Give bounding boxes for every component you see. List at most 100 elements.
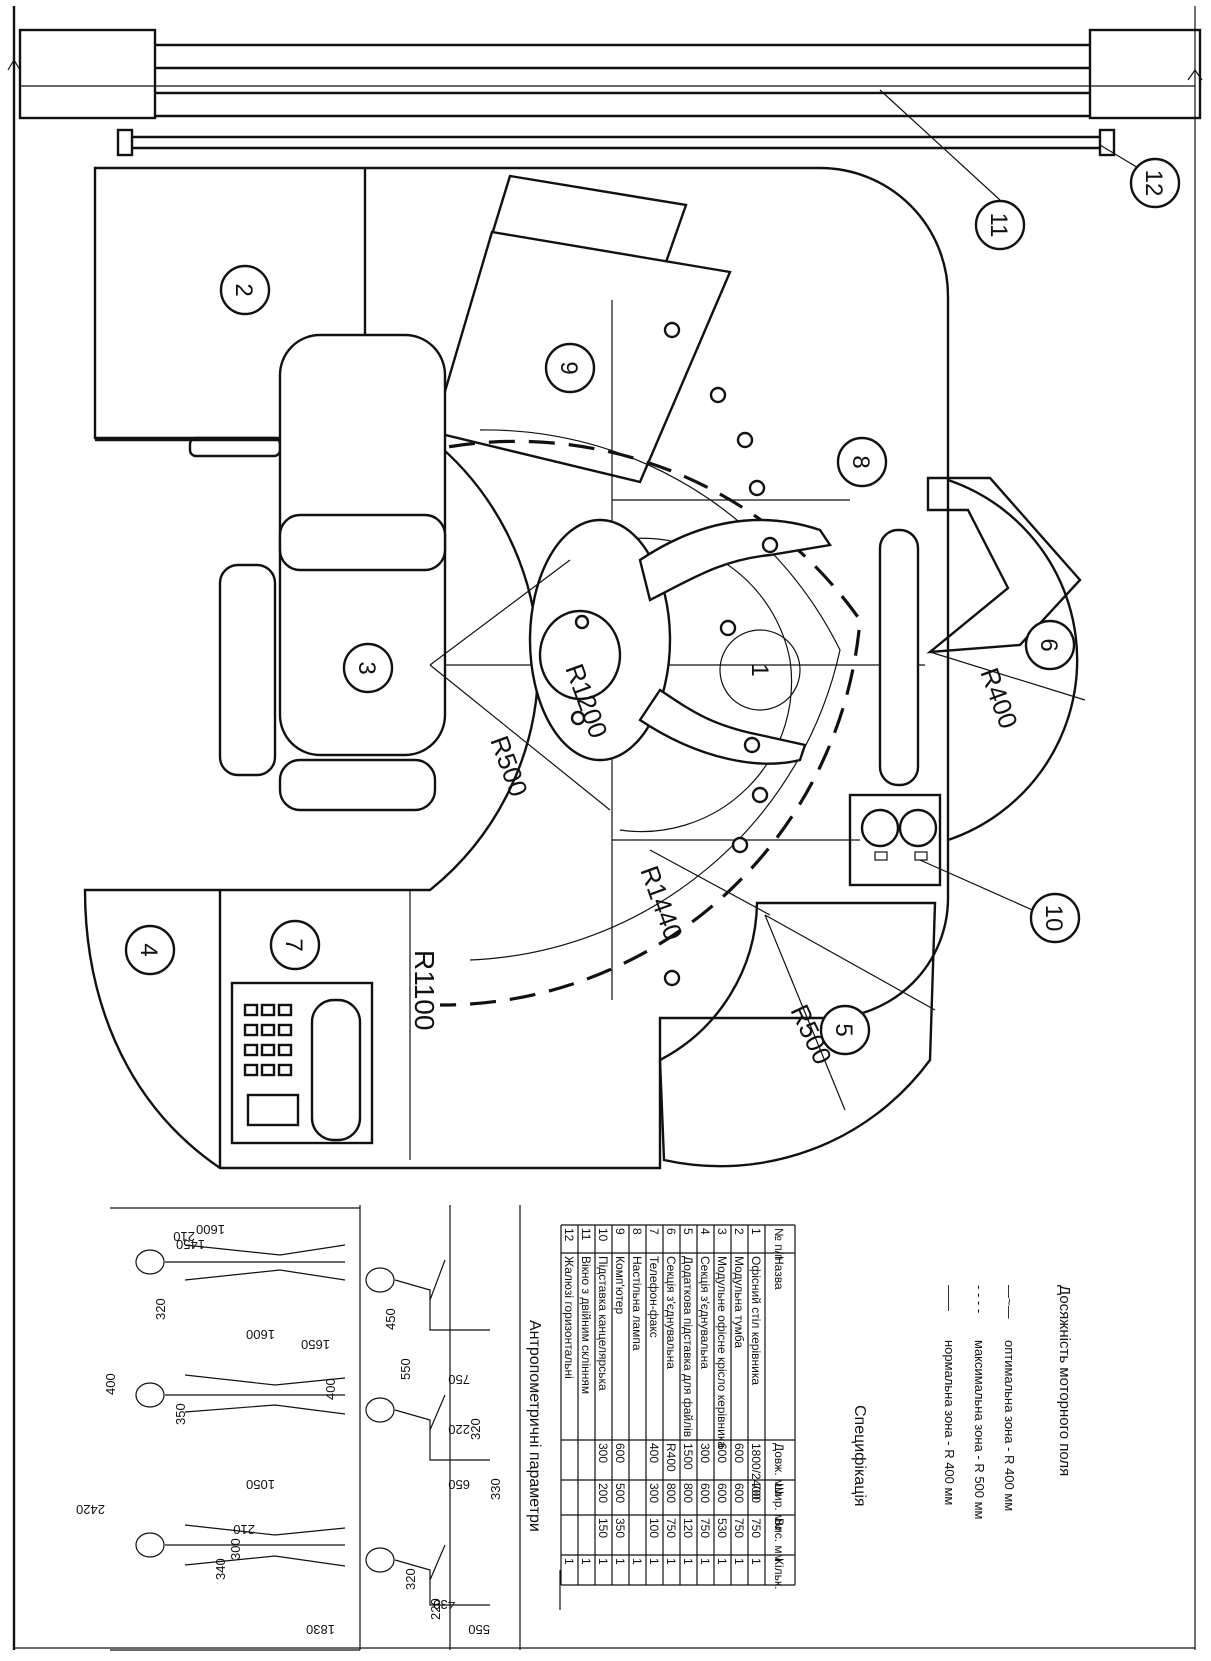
spec-cell: 10 (596, 1228, 610, 1242)
spec-cell: 1 (596, 1558, 610, 1565)
legend-symbol-2: - - - - (972, 1285, 987, 1313)
spec-cell: 12 (562, 1228, 576, 1242)
spec-cell: Комп'ютер (613, 1256, 627, 1314)
marker-10: 10 (1040, 905, 1067, 932)
dim-7: 350 (173, 1403, 188, 1425)
organizer (848, 793, 942, 887)
figures-caption: Антропометричні параметри (526, 1320, 543, 1532)
keyboard (878, 528, 920, 787)
marker-2: 2 (230, 283, 257, 296)
spec-cell: Модульна тумба (732, 1256, 746, 1348)
spec-cell: Додаткова підставка для файлів (681, 1256, 695, 1437)
spec-cell: Секція з'єднувальна (698, 1256, 712, 1369)
dim-3: 320 (153, 1298, 168, 1320)
marker-5: 5 (830, 1023, 857, 1036)
marker-8: 8 (847, 455, 874, 468)
spec-cell: R400 (664, 1443, 678, 1472)
label-r1440: R1440 (634, 862, 688, 944)
dim-15: 450 (383, 1308, 398, 1330)
spec-cell: 150 (596, 1518, 610, 1538)
spec-cell: 800 (681, 1483, 695, 1503)
marker-6: 6 (1035, 638, 1062, 651)
spec-cell: 600 (698, 1483, 712, 1503)
marker-11: 11 (985, 213, 1012, 238)
dim-19: 320 (468, 1418, 483, 1440)
spec-header: № п/п (772, 1228, 786, 1261)
spec-cell: 1 (579, 1558, 593, 1565)
spec-cell: 1 (613, 1558, 627, 1565)
side-table-sector (658, 901, 937, 1168)
spec-cell: 300 (647, 1483, 661, 1503)
spec-cell: 700 (749, 1483, 763, 1503)
spec-cell: 7 (647, 1228, 661, 1235)
spec-cell: 600 (732, 1443, 746, 1463)
armchair (218, 333, 447, 812)
label-r1100: R1100 (409, 950, 440, 1030)
dim-9: 2420 (76, 1502, 105, 1517)
spec-cell: 600 (715, 1483, 729, 1503)
corner-arc (947, 478, 1079, 842)
spec-cell: 300 (698, 1443, 712, 1463)
dim-23: 320 (403, 1568, 418, 1590)
max-zone-arc (409, 439, 862, 1007)
sheet-frame (7, 6, 1203, 1650)
spec-cell: 750 (749, 1518, 763, 1538)
spec-cell: 300 (596, 1443, 610, 1463)
spec-cell: 1800/2400 (749, 1443, 763, 1500)
dim-18: 220 (448, 1422, 470, 1437)
spec-title: Специфікація (851, 1405, 868, 1507)
spec-cell: Вікно з двійним склінням (579, 1256, 593, 1394)
legend-symbol-3: —— (942, 1285, 957, 1311)
spec-cell: 1 (630, 1558, 644, 1565)
anthropometric-panel: 1600 1450 210 320 1600 1650 400 350 400 … (76, 1205, 543, 1651)
spec-cell: 4 (698, 1228, 712, 1235)
spec-cell: 750 (664, 1518, 678, 1538)
marker-12: 12 (1140, 170, 1167, 197)
spec-cell: 120 (681, 1518, 695, 1538)
spec-cell: 1 (698, 1558, 712, 1565)
spec-cell: 350 (613, 1518, 627, 1538)
spec-cell: Офісний стіл керівника (749, 1256, 763, 1385)
dim-5: 1650 (301, 1337, 330, 1352)
spec-cell: 600 (732, 1483, 746, 1503)
spec-cell: 530 (715, 1518, 729, 1538)
spec-header: Назва (772, 1256, 786, 1290)
dim-4: 1600 (246, 1327, 275, 1342)
dim-8: 400 (323, 1378, 338, 1400)
spec-cell: 1 (749, 1558, 763, 1565)
spec-header: Вис. мм (772, 1518, 786, 1562)
legend-text-3: нормальна зона - R 400 мм (942, 1340, 957, 1505)
reach-points (570, 321, 779, 987)
spec-cell: 11 (579, 1228, 593, 1241)
spec-header: Довж. мм (772, 1443, 786, 1495)
spec-cell: 100 (647, 1518, 661, 1538)
person-figure (528, 518, 833, 765)
spec-cell: 600 (715, 1443, 729, 1463)
spec-header: Шир. мм (772, 1483, 786, 1531)
spec-cell: 600 (613, 1443, 627, 1463)
marker-1: 1 (746, 663, 773, 676)
spec-cell: 1 (664, 1558, 678, 1565)
spec-cell: Жалюзі горизонтальні (562, 1256, 576, 1379)
spec-cell: 400 (647, 1443, 661, 1463)
spec-cell: 1 (732, 1558, 746, 1565)
radius-lines (409, 559, 1086, 1160)
blinds (116, 128, 1116, 157)
spec-cell: 2 (732, 1228, 746, 1235)
dim-11: 210 (233, 1522, 255, 1537)
label-r400: R400 (974, 664, 1023, 733)
dim-21: 330 (488, 1478, 503, 1500)
spec-cell: Секція з'єднувальна (664, 1256, 678, 1369)
legend-symbol-1: —~— (1002, 1285, 1017, 1319)
spec-cell: 1500 (681, 1443, 695, 1470)
spec-cell: Телефон-факс (647, 1256, 661, 1338)
spec-cell: Підставка канцелярська (596, 1256, 610, 1391)
legend-title: Досяжність моторного поля (1056, 1285, 1073, 1476)
spec-cell: 750 (698, 1518, 712, 1538)
dim-14: 1830 (306, 1622, 335, 1637)
dim-0: 1600 (196, 1222, 225, 1237)
dim-24: 220 (428, 1598, 443, 1620)
